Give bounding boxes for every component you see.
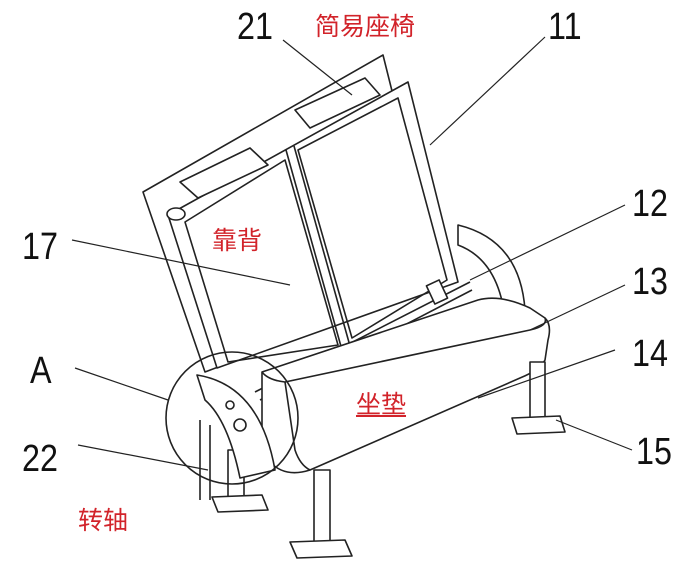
label-22: 22 <box>22 438 58 480</box>
label-11: 11 <box>548 6 582 48</box>
backrest-inner-right <box>297 97 448 339</box>
leg <box>529 361 546 423</box>
detail-circle-A <box>165 351 299 485</box>
backrest-inner-left <box>184 159 339 363</box>
label-A: A <box>30 350 52 392</box>
label-15: 15 <box>636 431 672 473</box>
label-21: 21 <box>237 6 273 48</box>
front-backrest-frame <box>167 81 459 369</box>
label-14: 14 <box>632 333 668 375</box>
label-13: 13 <box>632 261 668 303</box>
annotation-shaft: 转轴 <box>78 506 129 535</box>
pad <box>179 147 269 199</box>
label-12: 12 <box>632 183 668 225</box>
pad <box>294 77 381 129</box>
annotation-backrest: 靠背 <box>212 226 263 255</box>
leader-lines <box>71 36 633 471</box>
leg <box>313 469 331 543</box>
rotating-plate <box>196 374 276 479</box>
diagram-title: 简易座椅 <box>315 12 416 41</box>
annotation-cushion: 坐垫 <box>356 390 407 419</box>
label-17: 17 <box>22 226 58 268</box>
